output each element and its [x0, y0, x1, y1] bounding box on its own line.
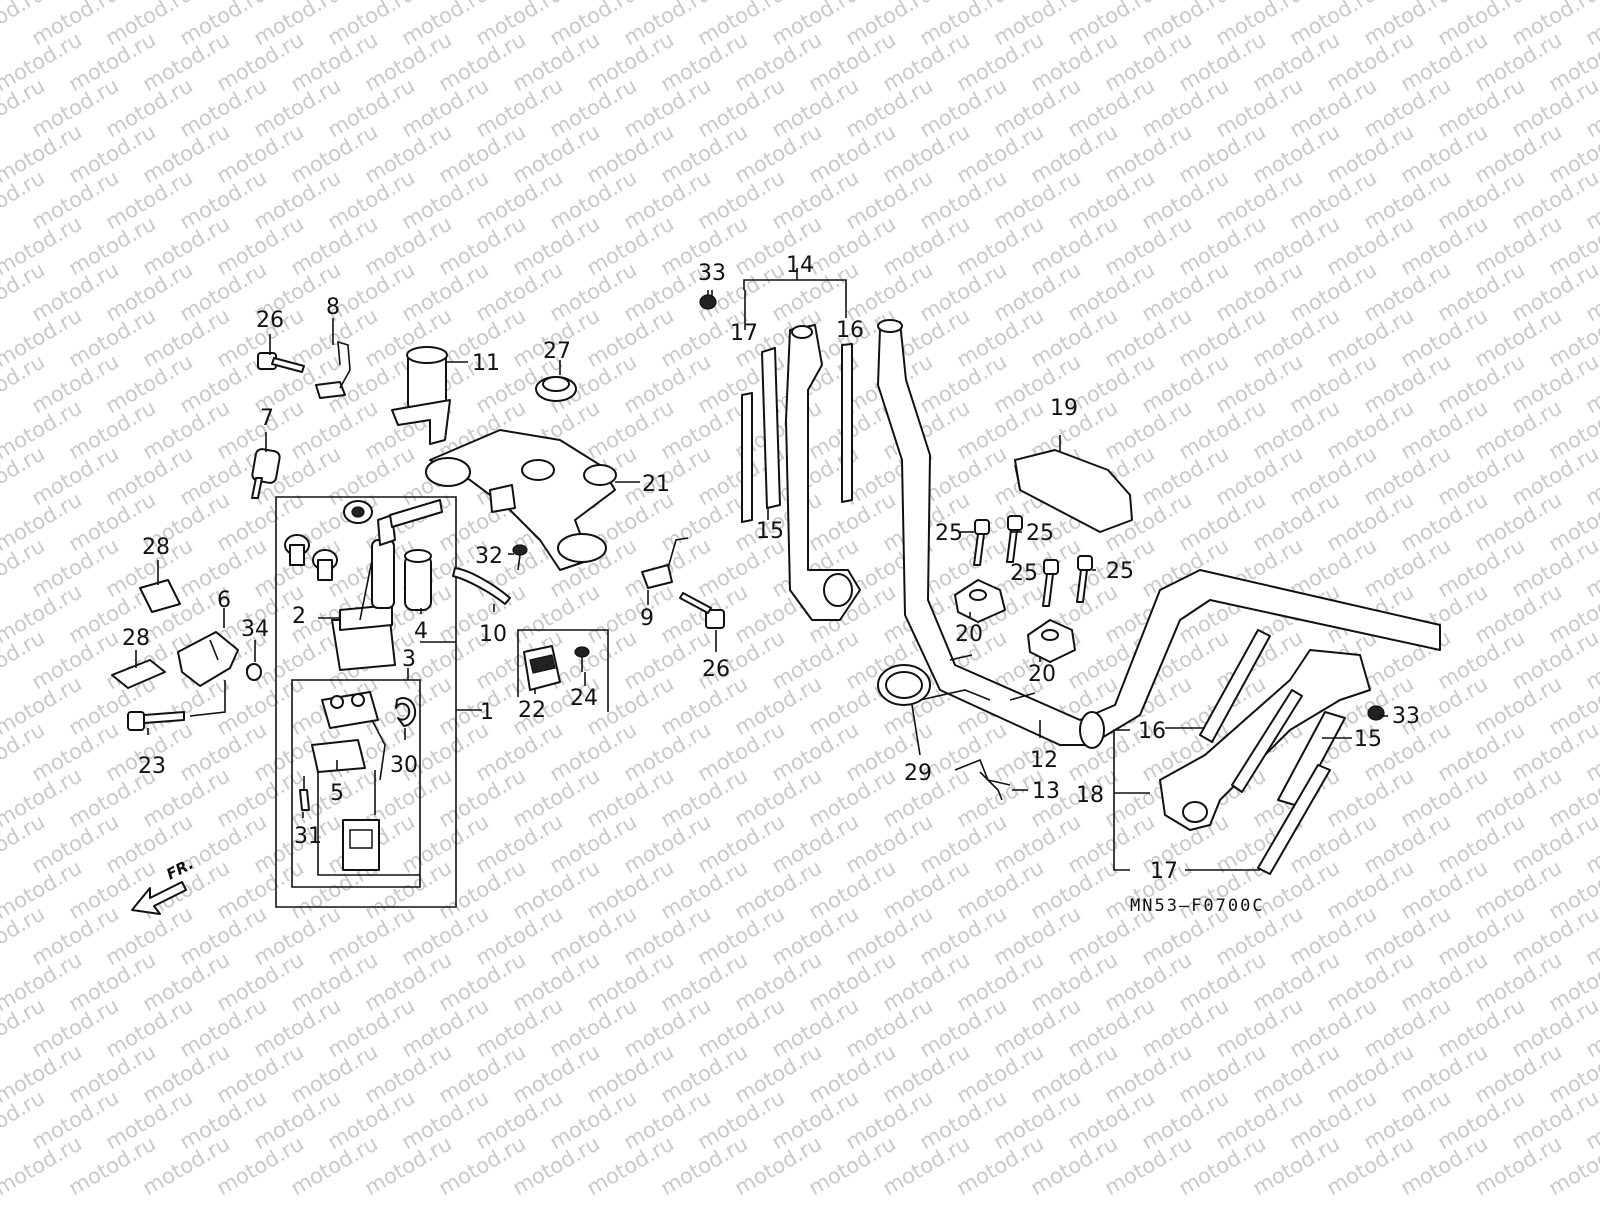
callout-4: 4 [414, 619, 428, 644]
callout-26-left: 26 [256, 308, 284, 333]
callout-16-left: 16 [836, 318, 864, 343]
callout-25-c: 25 [1010, 561, 1038, 586]
callout-10: 10 [479, 622, 507, 647]
callout-20-lower: 20 [1028, 662, 1056, 687]
holder-bolt-2 [1007, 516, 1022, 562]
holder-bolt-3 [1043, 560, 1058, 606]
callout-25-b: 25 [1026, 521, 1054, 546]
callout-18: 18 [1076, 783, 1104, 808]
callout-5: 5 [330, 781, 344, 806]
callout-33-top: 33 [698, 261, 726, 286]
screw-right [1368, 706, 1384, 720]
callout-25-d: 25 [1106, 559, 1134, 584]
rubber-grommet [536, 377, 576, 401]
diagram-code: MN53–F0700C [1130, 896, 1265, 916]
callout-31: 31 [294, 824, 322, 849]
callout-30: 30 [390, 753, 418, 778]
callout-17-right: 17 [1150, 859, 1178, 884]
callout-23: 23 [138, 754, 166, 779]
washer [247, 664, 261, 680]
callout-3: 3 [402, 647, 416, 672]
callout-29: 29 [904, 761, 932, 786]
callout-2: 2 [292, 604, 306, 629]
callout-20-upper: 20 [955, 622, 983, 647]
callout-28-upper: 28 [142, 535, 170, 560]
callout-16-right: 16 [1138, 719, 1166, 744]
callout-24: 24 [570, 686, 598, 711]
spacer-collar [405, 550, 431, 610]
callout-12: 12 [1030, 748, 1058, 773]
callout-22: 22 [518, 698, 546, 723]
callout-9: 9 [640, 606, 654, 631]
callout-17-left: 17 [730, 321, 758, 346]
callout-32: 32 [475, 544, 503, 569]
callout-25-a: 25 [935, 521, 963, 546]
callout-34: 34 [241, 617, 269, 642]
callout-15-right: 15 [1354, 727, 1382, 752]
callout-7: 7 [260, 406, 274, 431]
callout-13: 13 [1032, 779, 1060, 804]
callout-15-left: 15 [756, 519, 784, 544]
callout-1: 1 [480, 700, 494, 725]
callout-19: 19 [1050, 396, 1078, 421]
callout-11: 11 [472, 351, 500, 376]
callout-6: 6 [217, 588, 231, 613]
callout-8: 8 [326, 295, 340, 320]
callout-27: 27 [543, 339, 571, 364]
callout-33-right: 33 [1392, 704, 1420, 729]
callout-14: 14 [786, 253, 814, 278]
callout-26-right: 26 [702, 657, 730, 682]
wire-connector [343, 820, 379, 870]
callout-21: 21 [642, 472, 670, 497]
callout-28-lower: 28 [122, 626, 150, 651]
